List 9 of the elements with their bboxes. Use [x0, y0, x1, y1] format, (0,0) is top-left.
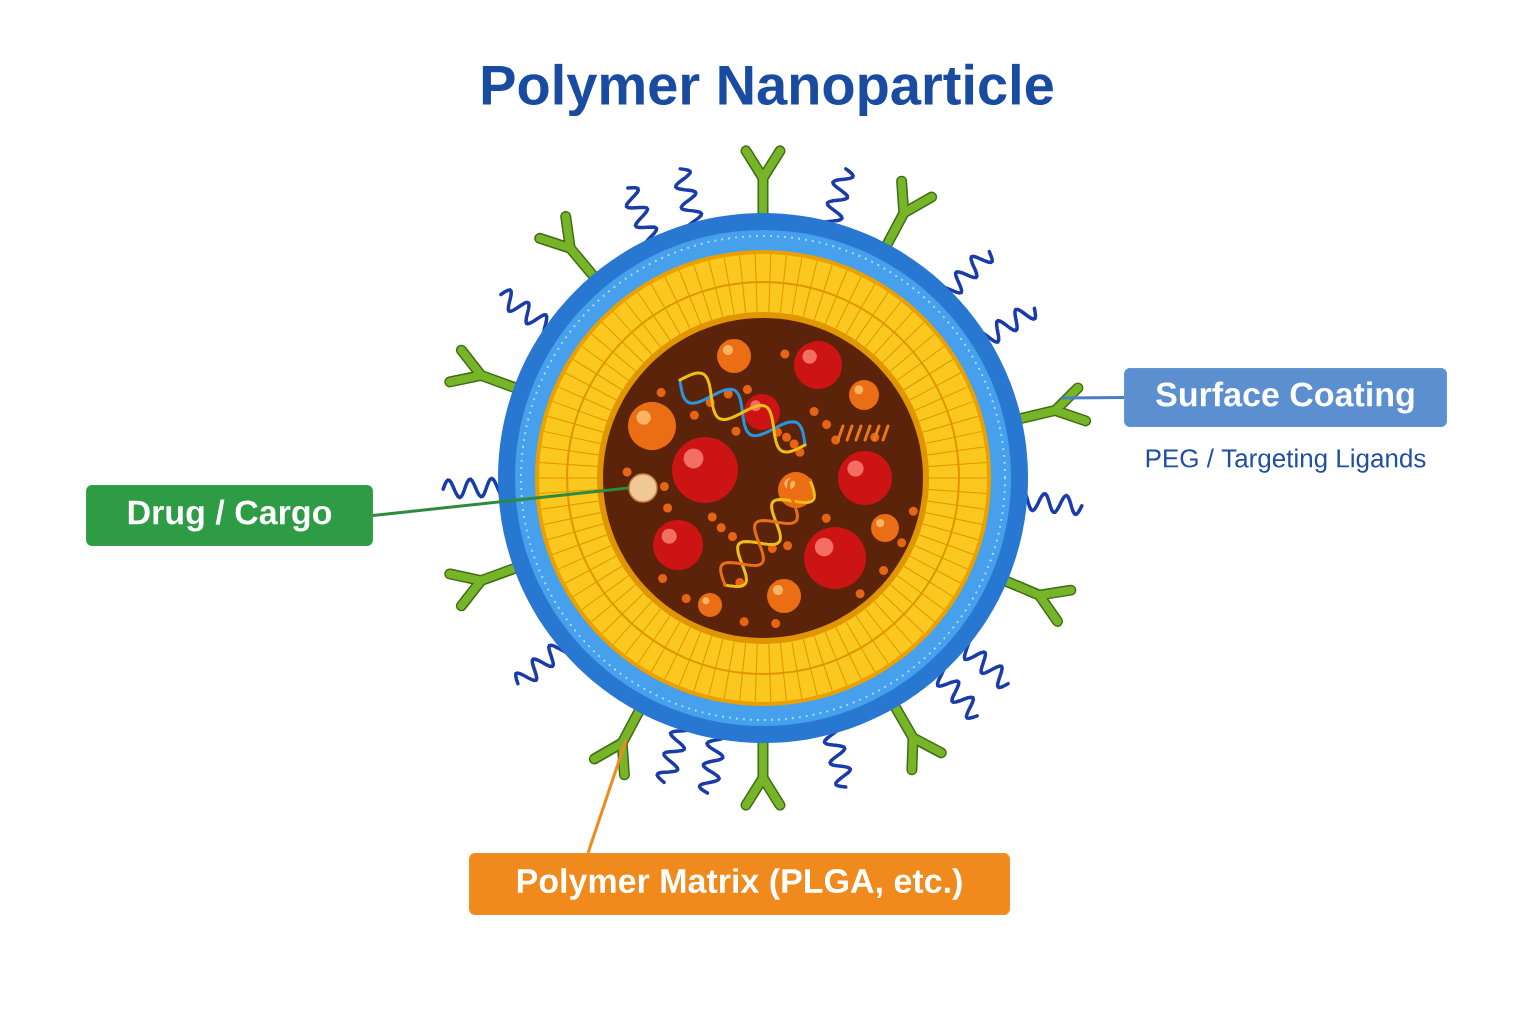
- title: Polymer Nanoparticle: [482, 63, 1053, 117]
- leader-line: [372, 486, 629, 517]
- leader-line: [586, 739, 628, 854]
- leader-line: [1062, 396, 1125, 400]
- label-box: Polymer Matrix (PLGA, etc.): [468, 852, 1011, 916]
- label-box: Surface Coating: [1123, 367, 1448, 428]
- label-box: Drug / Cargo: [85, 484, 374, 547]
- cargo-particle: [628, 473, 658, 503]
- sub-label: PEG / Targeting Ligands: [1146, 448, 1426, 473]
